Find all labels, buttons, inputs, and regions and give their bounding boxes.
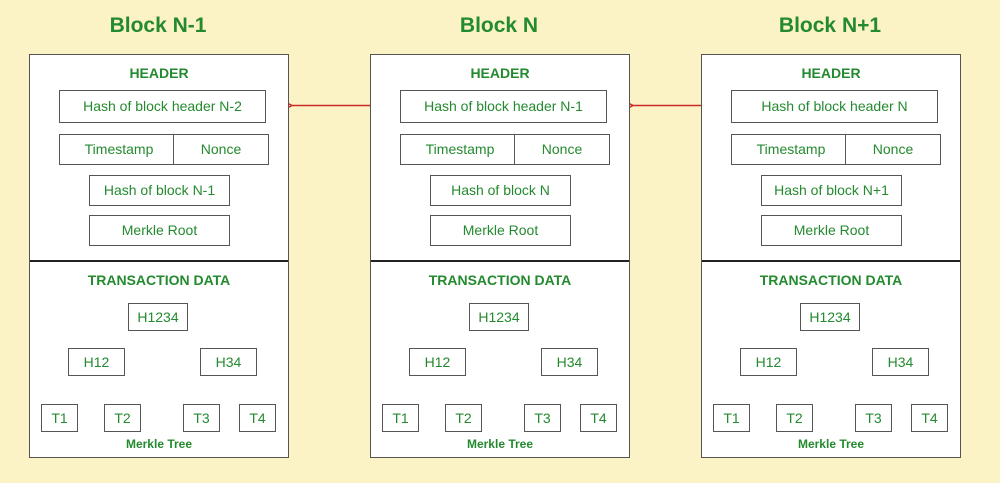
merkle-tree-caption: Merkle Tree xyxy=(466,437,534,451)
merkle-node-right: H34 xyxy=(872,348,929,376)
merkle-leaf: T3 xyxy=(183,404,220,432)
transaction-data-label: TRANSACTION DATA xyxy=(428,272,572,288)
merkle-node-left: H12 xyxy=(68,348,125,376)
merkle-node-right: H34 xyxy=(541,348,598,376)
merkle-leaf: T2 xyxy=(445,404,482,432)
merkle-root-box: Merkle Root xyxy=(89,215,230,246)
header-divider xyxy=(702,260,960,262)
nonce-box: Nonce xyxy=(514,134,610,165)
merkle-leaf: T3 xyxy=(524,404,561,432)
merkle-leaf: T1 xyxy=(713,404,750,432)
merkle-node-root: H1234 xyxy=(469,303,529,331)
block-hash-box: Hash of block N+1 xyxy=(761,175,902,206)
merkle-leaf: T2 xyxy=(104,404,141,432)
header-label: HEADER xyxy=(129,65,189,81)
header-label: HEADER xyxy=(470,65,530,81)
nonce-box: Nonce xyxy=(173,134,269,165)
transaction-data-label: TRANSACTION DATA xyxy=(759,272,903,288)
merkle-root-box: Merkle Root xyxy=(430,215,571,246)
prev-hash-box: Hash of block header N-2 xyxy=(59,90,266,123)
header-label: HEADER xyxy=(801,65,861,81)
merkle-leaf: T1 xyxy=(382,404,419,432)
merkle-root-box: Merkle Root xyxy=(761,215,902,246)
merkle-node-left: H12 xyxy=(740,348,797,376)
merkle-leaf: T4 xyxy=(239,404,276,432)
transaction-data-label: TRANSACTION DATA xyxy=(87,272,231,288)
merkle-node-right: H34 xyxy=(200,348,257,376)
merkle-node-left: H12 xyxy=(409,348,466,376)
block-title: Block N xyxy=(459,14,539,37)
merkle-tree-caption: Merkle Tree xyxy=(125,437,193,451)
merkle-node-root: H1234 xyxy=(128,303,188,331)
nonce-box: Nonce xyxy=(845,134,941,165)
merkle-node-root: H1234 xyxy=(800,303,860,331)
timestamp-box: Timestamp xyxy=(400,134,520,165)
merkle-leaf: T4 xyxy=(911,404,948,432)
prev-hash-box: Hash of block header N-1 xyxy=(400,90,607,123)
merkle-leaf: T4 xyxy=(580,404,617,432)
timestamp-box: Timestamp xyxy=(59,134,179,165)
timestamp-box: Timestamp xyxy=(731,134,851,165)
block-hash-box: Hash of block N-1 xyxy=(89,175,230,206)
merkle-leaf: T1 xyxy=(41,404,78,432)
block-title: Block N-1 xyxy=(109,14,207,37)
header-divider xyxy=(371,260,629,262)
merkle-tree-caption: Merkle Tree xyxy=(797,437,865,451)
block-title: Block N+1 xyxy=(778,14,882,37)
merkle-leaf: T3 xyxy=(855,404,892,432)
header-divider xyxy=(30,260,288,262)
prev-hash-box: Hash of block header N xyxy=(731,90,938,123)
block-hash-box: Hash of block N xyxy=(430,175,571,206)
merkle-leaf: T2 xyxy=(776,404,813,432)
